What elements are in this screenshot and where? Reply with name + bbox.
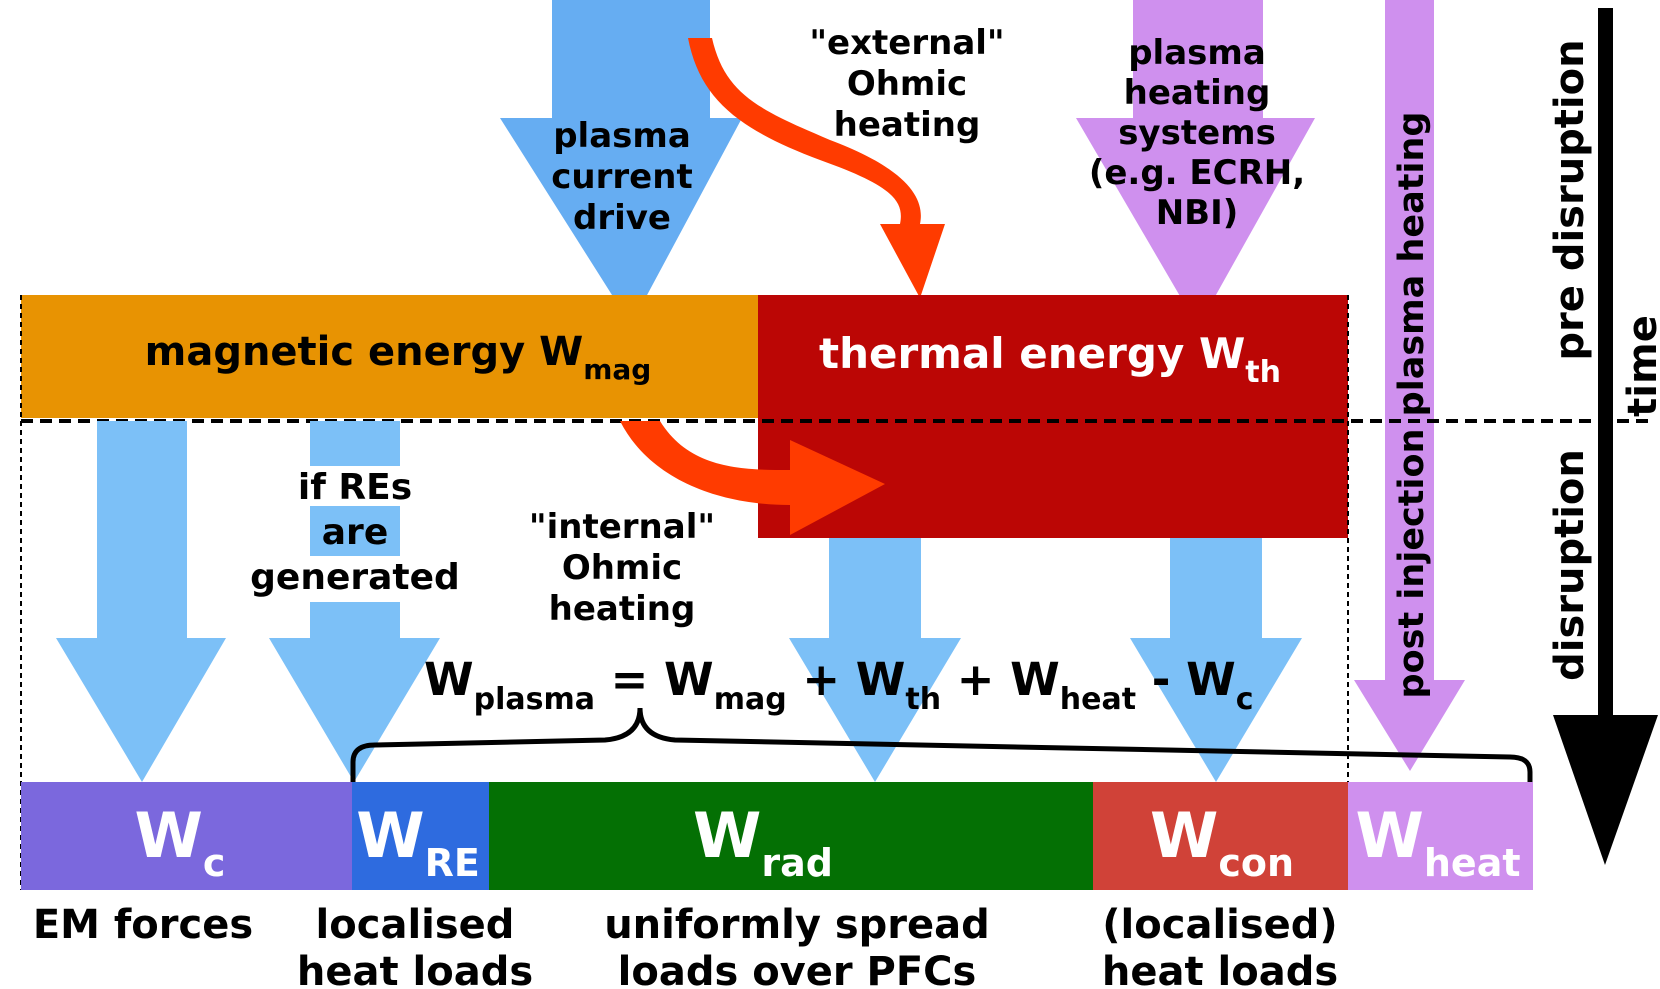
time-arrow-head (1553, 715, 1658, 865)
runaway-note-line-3: generated (250, 557, 460, 598)
heating-systems-label-line-4: (e.g. ECRH, (1089, 153, 1305, 193)
internal-ohmic-label-line-3: heating (549, 589, 696, 629)
internal-ohmic-label-line-2: Ohmic (562, 548, 682, 588)
sink-label-con: Wcon (1150, 799, 1294, 885)
sink-label-heat: Wheat (1355, 799, 1520, 885)
runaway-note-line-2: are (322, 512, 388, 553)
disruption-label: disruption (1547, 449, 1593, 681)
thermal-energy-box (758, 295, 1348, 418)
heating-systems-label-line-3: systems (1118, 113, 1276, 153)
sink-box-re (352, 782, 489, 890)
heating-systems-label-line-2: heating (1124, 73, 1271, 113)
sink-box-rad (489, 782, 1093, 890)
sink-desc-re-line-2: heat loads (297, 949, 533, 989)
post-injection-label: post injection plasma heating (1392, 112, 1432, 699)
external-ohmic-arrow (688, 38, 945, 298)
current-drive-label-line-3: drive (573, 198, 671, 238)
sink-desc-con-line-1: (localised) (1102, 902, 1337, 948)
sink-box-heat (1348, 782, 1533, 890)
sink-label-re: WRE (356, 799, 480, 885)
sink-desc-rad-line-2: loads over PFCs (618, 949, 977, 989)
internal-ohmic-label-line-1: "internal" (529, 507, 715, 547)
sink-label-rad: Wrad (693, 799, 833, 885)
internal-ohmic-arrow (620, 421, 885, 535)
equation-brace (350, 707, 1533, 782)
time-label: time (1620, 315, 1660, 417)
external-ohmic-label-line-1: "external" (809, 23, 1004, 63)
radiation-arrow (789, 538, 961, 782)
external-ohmic-label-line-2: Ohmic (847, 64, 967, 104)
external-ohmic-label-line-3: heating (834, 105, 981, 145)
sink-desc-rad-line-1: uniformly spread (604, 902, 990, 948)
thermal-energy-label: thermal energy Wth (819, 329, 1281, 390)
heating-systems-label-line-1: plasma (1128, 33, 1266, 73)
sink-box-c (21, 782, 352, 890)
energy-balance-equation: Wplasma = Wmag + Wth + Wheat - Wc (424, 653, 1254, 717)
current-drive-label-line-2: current (551, 157, 692, 197)
pre-disruption-label: pre disruption (1547, 39, 1593, 360)
post-injection-arrow (1354, 0, 1465, 771)
runaway-note-line-1: if REs (298, 467, 412, 508)
magnetic-energy-label: magnetic energy Wmag (145, 329, 652, 386)
conduction-arrow (1130, 538, 1302, 782)
heating-systems-arrow (1076, 0, 1315, 327)
magnetic-energy-box (21, 295, 758, 418)
sink-desc-c-line-1: EM forces (33, 902, 253, 948)
time-arrow-shaft (1598, 8, 1613, 728)
current-drive-arrow (500, 0, 742, 325)
current-drive-label-line-1: plasma (553, 116, 691, 156)
sink-box-con (1093, 782, 1348, 890)
sink-label-c: Wc (135, 799, 226, 885)
sink-desc-re-line-1: localised (316, 902, 515, 948)
heating-systems-label-line-5: NBI) (1156, 193, 1239, 233)
sink-desc-con-line-2: heat loads (1102, 949, 1338, 989)
em-forces-arrow (56, 421, 226, 782)
